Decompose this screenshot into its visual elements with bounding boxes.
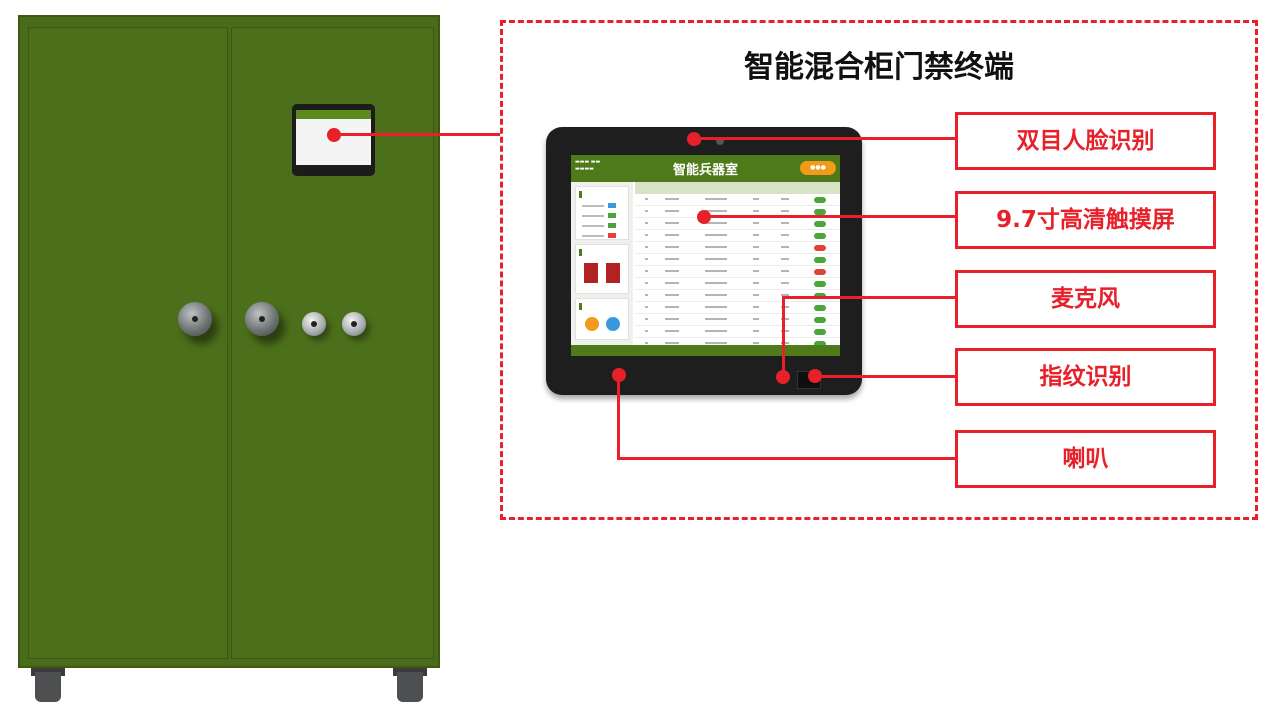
diagram-title: 智能混合柜门禁终端 [744, 50, 1014, 85]
table-row [635, 326, 840, 338]
screen-table [635, 182, 840, 350]
avatar [584, 263, 598, 283]
sidebar-actions-card [575, 298, 629, 340]
table-row [635, 242, 840, 254]
wheel-left [35, 672, 61, 702]
screen-badge: ●●● [800, 161, 836, 175]
callout-fingerprint-recognition: 指纹识别 [955, 348, 1216, 406]
screen-footer [571, 345, 840, 356]
thumbnail-connector-line [334, 133, 500, 136]
table-header [635, 182, 840, 194]
screen-title: 智能兵器室 [672, 163, 738, 178]
table-row [635, 266, 840, 278]
table-row [635, 302, 840, 314]
wheel-right [397, 672, 423, 702]
camera-right-icon [716, 137, 724, 145]
callout-dual-camera-face-recognition: 双目人脸识别 [955, 112, 1216, 170]
sidebar-personnel-card [575, 244, 629, 294]
camera-connector-line [694, 137, 955, 140]
table-row [635, 218, 840, 230]
left-door-lock-knob [178, 302, 212, 336]
sidebar-stats-card [575, 186, 629, 240]
microphone-connector-horizontal [782, 296, 955, 299]
table-row [635, 314, 840, 326]
table-row [635, 230, 840, 242]
touch-screen: ▬▬▬ ▬▬▬▬▬▬ 智能兵器室 ●●● [571, 155, 840, 356]
cabinet-left-door [28, 27, 228, 659]
action-icon [585, 317, 599, 331]
speaker-connector-horizontal [617, 457, 955, 460]
detail-frame [500, 20, 1258, 520]
screen-header: ▬▬▬ ▬▬▬▬▬▬ 智能兵器室 ●●● [571, 155, 840, 182]
action-icon [606, 317, 620, 331]
microphone-connector-vertical [782, 296, 785, 374]
right-door-lock-knob [245, 302, 279, 336]
table-row [635, 254, 840, 266]
speaker-connector-vertical [617, 375, 620, 459]
callout-speaker: 喇叭 [955, 430, 1216, 488]
callout-touchscreen: 9.7寸高清触摸屏 [955, 191, 1216, 249]
cabinet [18, 15, 440, 668]
screen-connector-line [704, 215, 955, 218]
callout-microphone: 麦克风 [955, 270, 1216, 328]
avatar [606, 263, 620, 283]
screen-header-info: ▬▬▬ ▬▬▬▬▬▬ [575, 159, 601, 172]
key-lock-1 [302, 312, 326, 336]
fingerprint-connector-line [815, 375, 955, 378]
screen-sidebar [571, 182, 633, 345]
key-lock-2 [342, 312, 366, 336]
table-row [635, 278, 840, 290]
microphone-marker-dot [776, 370, 790, 384]
terminal-tablet: ▬▬▬ ▬▬▬▬▬▬ 智能兵器室 ●●● [546, 127, 862, 395]
table-row [635, 194, 840, 206]
